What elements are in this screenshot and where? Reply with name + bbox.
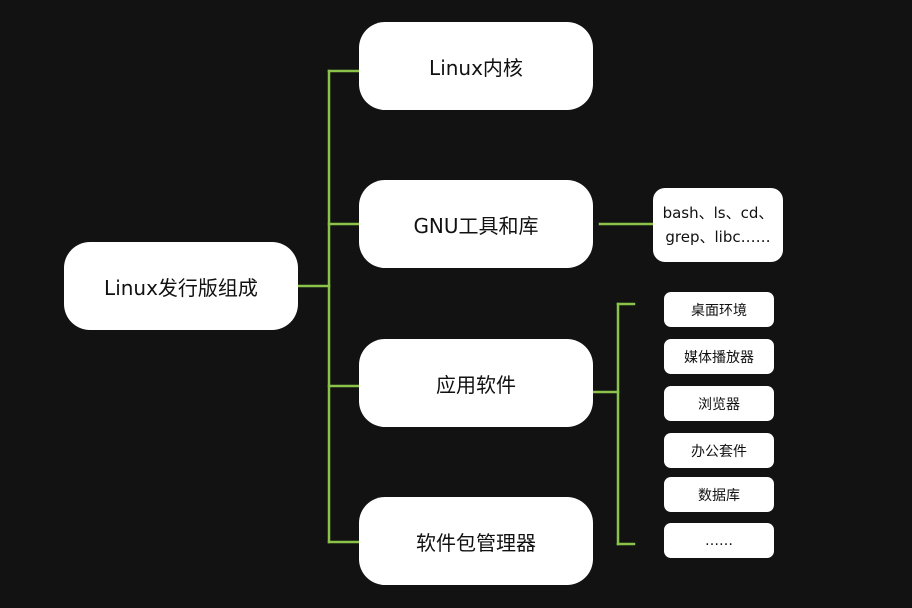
- app-item-label: 浏览器: [698, 396, 740, 413]
- branch-label: GNU工具和库: [413, 213, 539, 238]
- app-item-label: 数据库: [698, 487, 740, 504]
- app-item-database: 数据库: [664, 477, 774, 512]
- app-item-browser: 浏览器: [664, 386, 774, 421]
- app-item-label: 桌面环境: [691, 302, 747, 319]
- app-item-office: 办公套件: [664, 433, 774, 468]
- app-item-label: 办公套件: [691, 443, 747, 460]
- branch-label: 软件包管理器: [416, 530, 536, 555]
- app-item-label: ……: [705, 532, 733, 549]
- root-node: Linux发行版组成: [64, 242, 298, 330]
- app-item-label: 媒体播放器: [684, 349, 754, 366]
- branch-label: 应用软件: [436, 372, 516, 397]
- app-item-more: ……: [664, 523, 774, 558]
- gnu-detail-line2: grep、libc……: [665, 228, 771, 246]
- branch-node-apps: 应用软件: [359, 339, 593, 427]
- branch-node-gnu: GNU工具和库: [359, 180, 593, 268]
- gnu-detail-line1: bash、ls、cd、: [662, 204, 774, 222]
- branch-label: Linux内核: [429, 55, 523, 80]
- branch-node-kernel: Linux内核: [359, 22, 593, 110]
- app-item-desktop: 桌面环境: [664, 292, 774, 327]
- app-item-media-player: 媒体播放器: [664, 339, 774, 374]
- branch-node-package-manager: 软件包管理器: [359, 497, 593, 585]
- root-label: Linux发行版组成: [104, 275, 258, 300]
- gnu-detail-node: bash、ls、cd、 grep、libc……: [653, 188, 783, 262]
